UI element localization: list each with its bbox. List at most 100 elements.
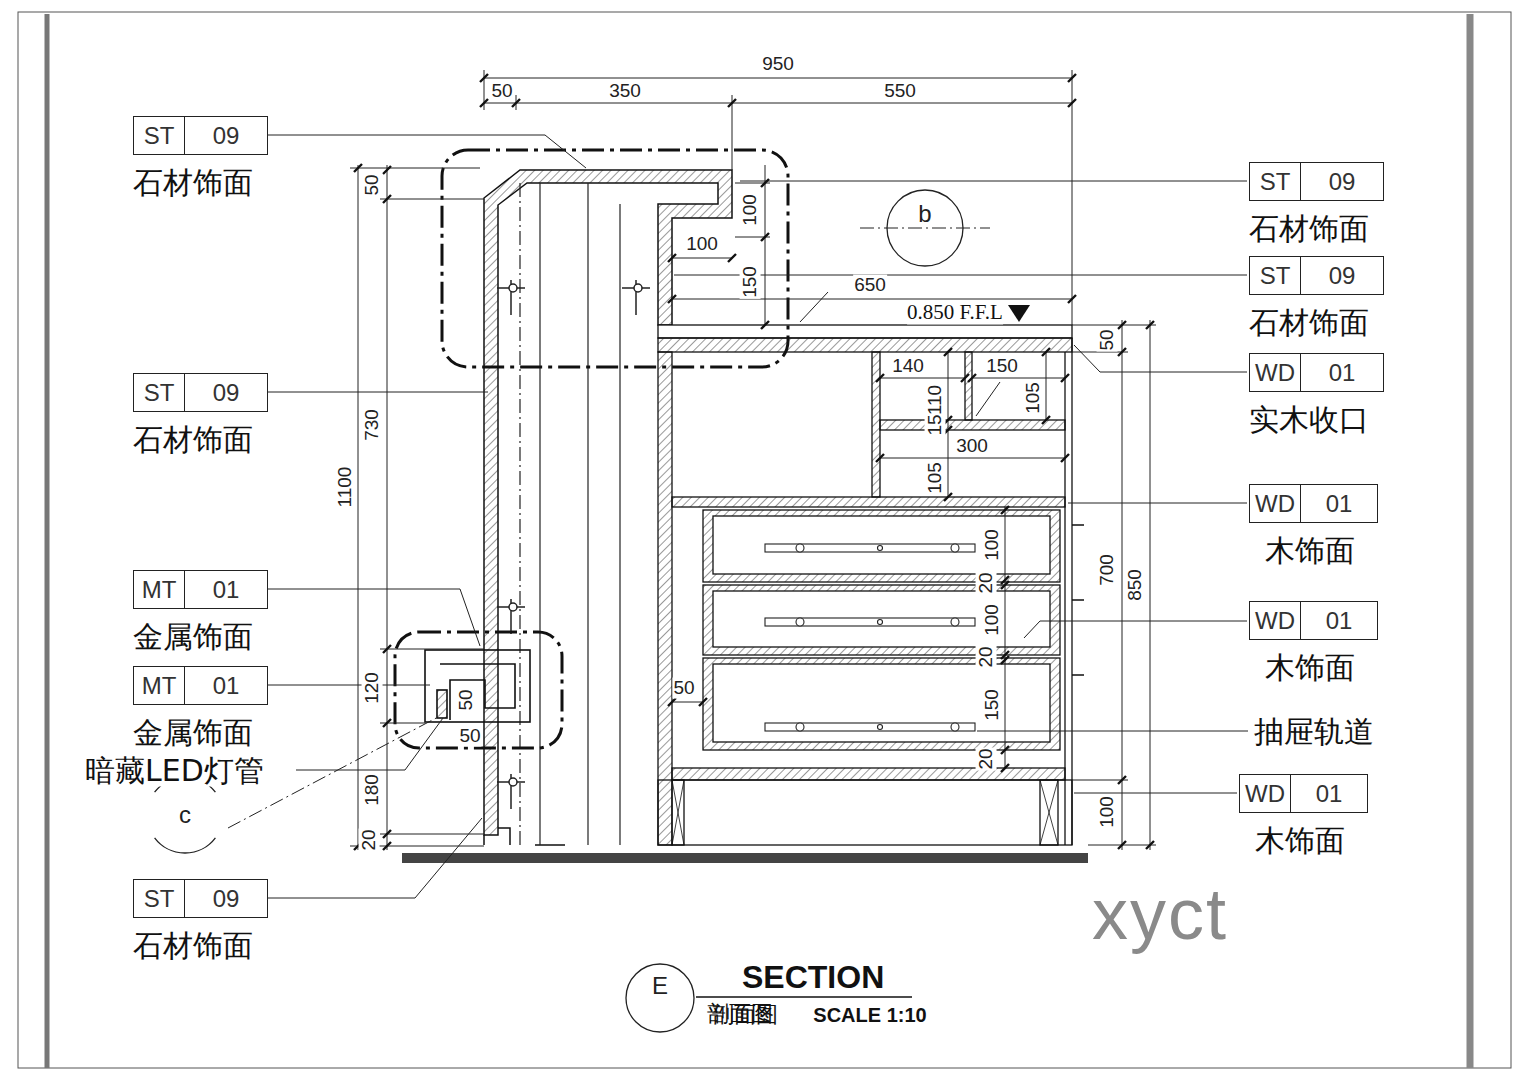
title-underline xyxy=(696,997,912,998)
material-code: ST xyxy=(1250,163,1301,200)
cabinet xyxy=(658,325,1084,845)
cabinet xyxy=(672,768,1065,780)
sheet-frame xyxy=(1467,14,1474,1068)
frame-lines xyxy=(619,204,620,845)
material-code: ST xyxy=(134,880,185,917)
leader-lines xyxy=(1068,503,1247,504)
cabinet xyxy=(703,658,1060,750)
dimension-value: 1100 xyxy=(335,466,356,509)
drawer-rails xyxy=(765,618,975,626)
ffl-symbol xyxy=(1008,305,1030,322)
leader-lines xyxy=(800,292,828,322)
detail-marker: b xyxy=(885,188,965,268)
brackets xyxy=(497,599,525,634)
sheet-frame xyxy=(18,12,1511,1068)
dimension-value: 105 xyxy=(925,461,946,495)
cabinet xyxy=(713,664,1050,742)
material-number: 09 xyxy=(185,880,267,917)
dimension-ticks xyxy=(876,348,1069,501)
brackets xyxy=(509,284,517,292)
tag-box: ST09 xyxy=(1249,256,1384,295)
dimension-ticks xyxy=(668,179,1076,329)
dimension-value: 100 xyxy=(982,603,1003,637)
material-code: ST xyxy=(134,117,185,154)
dimension-value: 730 xyxy=(362,408,383,442)
dimension-ticks xyxy=(354,74,1154,850)
sheet-frame xyxy=(18,12,1511,1068)
cabinet xyxy=(703,510,1060,582)
detail-marker: E xyxy=(624,962,696,1034)
watermark: xyct xyxy=(1092,875,1228,954)
cabinet xyxy=(1040,780,1058,845)
cabinet xyxy=(713,516,1050,574)
marker-letter: E xyxy=(624,973,696,999)
leader-lines xyxy=(264,392,488,393)
dimension-value: 50 xyxy=(458,726,481,747)
cabinet xyxy=(658,780,1072,845)
drawer-rails xyxy=(765,544,975,552)
cabinet xyxy=(672,780,684,845)
floor-slab xyxy=(402,853,1088,863)
dimension-value: 140 xyxy=(891,356,925,377)
stone-wall xyxy=(484,828,565,845)
dimension-ticks xyxy=(1118,321,1154,849)
dimension-value: 100 xyxy=(740,193,761,227)
cabinet xyxy=(658,325,1072,338)
drawer-rails xyxy=(951,544,959,552)
cabinet xyxy=(965,352,972,420)
dimension-value: 350 xyxy=(608,81,642,102)
dimension-value: 150 xyxy=(982,688,1003,722)
cabinet xyxy=(1040,780,1058,845)
material-name: 石材饰面 xyxy=(1249,211,1384,247)
brackets xyxy=(497,280,650,809)
marker-letter: c xyxy=(145,802,225,828)
material-code: MT xyxy=(134,571,185,608)
material-tag: ST09 石材饰面 xyxy=(1249,162,1384,247)
dimension-value: 50 xyxy=(362,173,383,196)
dimension-value: 120 xyxy=(362,671,383,705)
dimension-ticks xyxy=(354,164,391,850)
dimension-lines xyxy=(350,70,1156,850)
dimension-value: 50 xyxy=(1097,328,1118,351)
frame-lines xyxy=(539,183,540,845)
drawer-rails xyxy=(951,723,959,731)
dimension-lines xyxy=(484,70,1072,325)
tag-box: ST09 xyxy=(1249,162,1384,201)
cabinet xyxy=(880,420,1065,430)
brackets xyxy=(497,280,525,315)
leader-lines xyxy=(1024,621,1247,638)
leader-lines xyxy=(977,731,1248,732)
tag-box: WD01 xyxy=(1249,601,1378,640)
drawer-rails xyxy=(796,723,804,731)
drawer-rails xyxy=(878,620,883,625)
leader-lines xyxy=(740,181,1247,182)
brackets xyxy=(509,603,517,611)
material-tag: MT01金属饰面 xyxy=(133,666,268,751)
drawer-rails xyxy=(765,723,975,731)
material-name: 石材饰面 xyxy=(133,928,268,964)
marker-outline xyxy=(885,188,965,268)
dimension-value: 20 xyxy=(976,747,997,770)
material-tag: ST09石材饰面 xyxy=(133,116,268,201)
marker-letter: b xyxy=(885,201,965,227)
dimension-value: 20 xyxy=(359,828,380,851)
tag-box: ST09 xyxy=(133,879,268,918)
frame-lines xyxy=(519,183,520,845)
dimension-value: 15 xyxy=(925,413,946,436)
material-number: 01 xyxy=(185,667,267,704)
material-number: 09 xyxy=(185,117,267,154)
cabinet xyxy=(703,585,1060,655)
dimension-lines xyxy=(1072,320,1156,850)
material-code: WD xyxy=(1250,602,1301,639)
cabinet xyxy=(658,352,672,845)
dimension-value: 550 xyxy=(883,81,917,102)
dimension-value: 100 xyxy=(982,528,1003,562)
note-text: 0.850 F.F.L xyxy=(907,301,1003,324)
cabinet xyxy=(713,591,1050,647)
material-number: 01 xyxy=(185,571,267,608)
leader-lines xyxy=(264,685,430,686)
drawer-rails xyxy=(796,618,804,626)
material-name: 金属饰面 xyxy=(133,619,268,655)
dimension-lines xyxy=(672,165,1072,325)
